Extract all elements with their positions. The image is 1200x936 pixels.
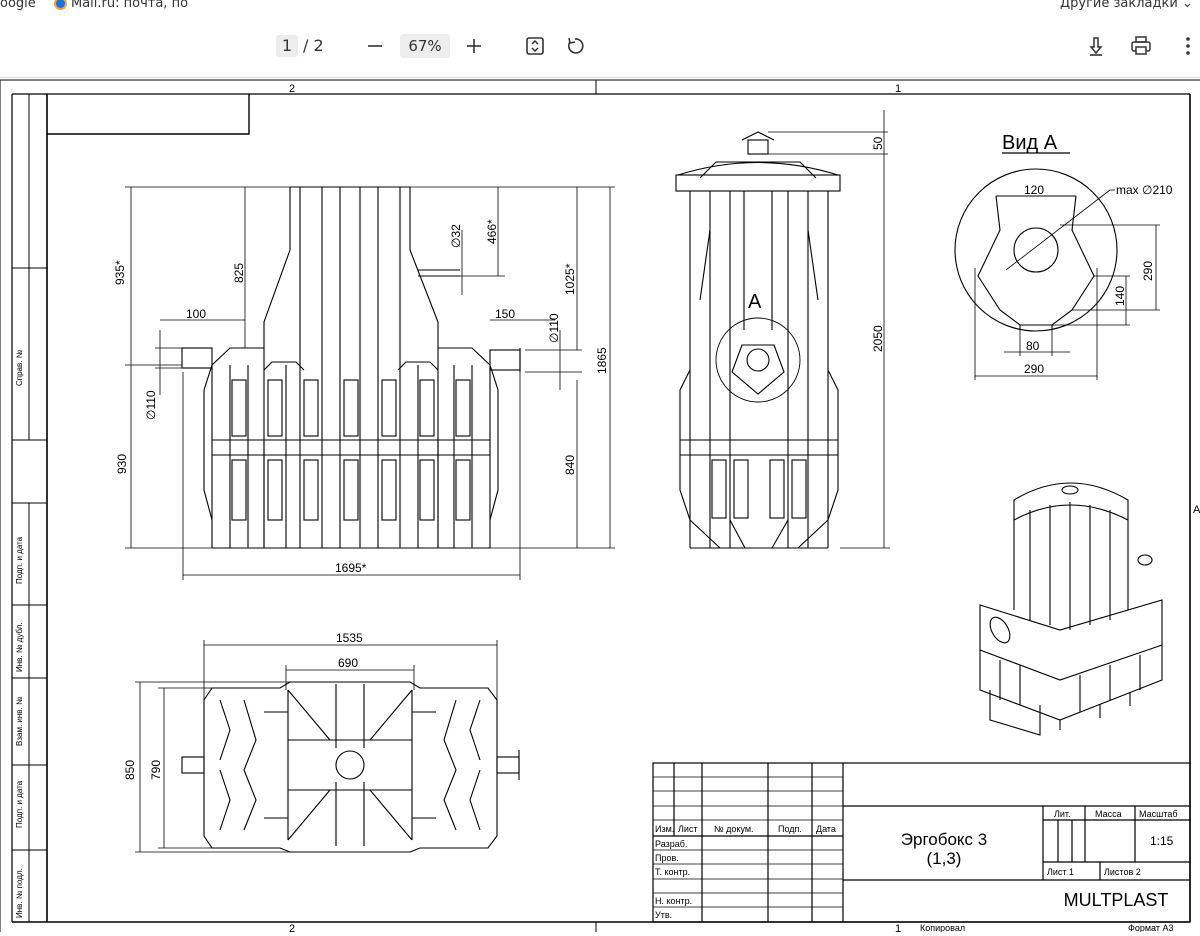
tb-prov: Пров. (655, 853, 679, 863)
dimension-label: ∅110 (547, 313, 561, 343)
dimension-label: 790 (149, 760, 163, 780)
tb-docnum: № докум. (714, 824, 754, 834)
view-a-title: Вид А (1002, 132, 1058, 154)
front-dimensions (125, 186, 615, 580)
dimension-label: 150 (495, 307, 515, 321)
chevron-down-icon: ⌄ (1181, 0, 1193, 11)
fit-page-icon (526, 37, 544, 55)
view-a-dimensions (974, 189, 1160, 380)
stamp-label: Подп. и дата (15, 780, 24, 828)
bookmark-mail-label: Mail.ru: почта, по (71, 0, 189, 11)
title-block (652, 762, 1191, 923)
stamp-label: Справ. № (15, 349, 24, 386)
stamp-label: Подп. и дата (15, 536, 24, 584)
dimension-label: 2050 (871, 325, 885, 352)
view-a-marker: A (748, 291, 762, 313)
stamp-label: Инв. № дубл. (15, 622, 24, 672)
tb-data: Дата (816, 824, 836, 834)
plus-icon (467, 39, 481, 53)
title-block-rows (653, 776, 843, 908)
dimension-label: 466* (485, 219, 499, 244)
side-stamp (12, 94, 47, 922)
zone-label: A (1193, 504, 1200, 516)
page-number-input[interactable]: 1 (276, 35, 298, 57)
bookmark-google[interactable]: oogle (0, 0, 36, 11)
bookmarks-bar: oogle Mail.ru: почта, по Другие закладки… (0, 0, 1200, 14)
dimension-label: 1695* (335, 561, 367, 575)
dimension-label: max ∅210 (1116, 183, 1173, 197)
dimension-label: 100 (186, 307, 206, 321)
zone-label: 2 (289, 83, 295, 95)
dimension-label: 935* (113, 260, 127, 285)
dimension-label: 1535 (336, 631, 363, 645)
bookmark-mail[interactable]: Mail.ru: почта, по (54, 0, 188, 11)
isometric-view (979, 482, 1163, 736)
tb-product-name: Эргобокс 3 (901, 830, 987, 849)
dimension-label: 290 (1141, 261, 1155, 281)
tb-copied: Копировал (920, 923, 965, 932)
tb-utv: Утв. (655, 910, 672, 920)
zone-label: 1 (895, 923, 901, 932)
zone-label: 1 (895, 83, 901, 95)
dimension-label: ∅110 (144, 390, 158, 420)
tb-list: Лист (678, 824, 698, 834)
stamp-label: Взам. инв. № (15, 696, 24, 746)
plan-view (181, 681, 520, 853)
tb-razrab: Разраб. (655, 839, 687, 849)
tb-nkontr: Н. контр. (655, 896, 692, 906)
download-icon (1089, 37, 1103, 56)
more-options-button[interactable] (1176, 34, 1200, 58)
dimension-label: 850 (123, 760, 137, 780)
side-view (675, 131, 841, 549)
more-vertical-icon (1186, 37, 1190, 55)
plan-dimensions (135, 640, 498, 853)
tb-masshtab: Масштаб (1139, 809, 1178, 819)
minus-icon (368, 45, 382, 47)
mail-ru-icon (54, 0, 67, 10)
tb-izm: Изм. (655, 824, 674, 834)
dimension-label: 1025* (563, 263, 577, 295)
tb-podp: Подп. (778, 824, 802, 834)
dimension-label: ∅32 (449, 224, 463, 248)
rotate-button[interactable] (563, 34, 587, 58)
dimension-label: 50 (871, 136, 885, 150)
zone-label: 2 (289, 923, 295, 932)
front-view (181, 186, 521, 549)
dimension-label: 1865 (595, 347, 609, 374)
tb-massa: Масса (1095, 809, 1122, 819)
tb-sheets: Листов 2 (1104, 867, 1141, 877)
side-dimensions (768, 110, 890, 549)
dimension-label: 80 (1026, 339, 1040, 353)
print-icon (1131, 36, 1151, 55)
tb-company: MULTPLAST (1064, 890, 1169, 910)
dimension-label: 290 (1024, 362, 1044, 376)
dimension-label: 930 (115, 454, 129, 474)
technical-drawing: 2 1 2 1 A Справ. № Подп. и дата Инв. № д… (0, 79, 1200, 935)
zoom-level-input[interactable]: 67% (400, 34, 450, 58)
pdf-page: 2 1 2 1 A Справ. № Подп. и дата Инв. № д… (0, 78, 1200, 935)
tb-tkontr: Т. контр. (655, 867, 690, 877)
bookmark-other-label: Другие закладки (1060, 0, 1178, 11)
tb-sheet: Лист 1 (1047, 867, 1074, 877)
tb-format: Формат А3 (1128, 923, 1173, 932)
tb-scale: 1:15 (1150, 834, 1174, 848)
rotate-icon (567, 37, 584, 54)
download-button[interactable] (1084, 34, 1108, 58)
fit-page-button[interactable] (523, 34, 547, 58)
dimension-label: 140 (1113, 286, 1127, 306)
dimension-label: 690 (338, 656, 358, 670)
page-count: / 2 (303, 36, 324, 55)
print-button[interactable] (1129, 34, 1153, 58)
dimension-label: 120 (1024, 183, 1044, 197)
tb-product-sub: (1,3) (927, 849, 962, 868)
dimension-label: 825 (232, 263, 246, 283)
stamp-label: Инв. № подл. (15, 868, 24, 918)
zoom-out-button[interactable] (363, 34, 387, 58)
zoom-in-button[interactable] (462, 34, 486, 58)
dimension-label: 840 (563, 455, 577, 475)
bookmark-other[interactable]: Другие закладки ⌄ (1060, 0, 1193, 11)
pdf-toolbar: 1 / 2 67% (0, 14, 1200, 78)
corner-box (47, 94, 250, 135)
tb-lit: Лит. (1054, 809, 1071, 819)
